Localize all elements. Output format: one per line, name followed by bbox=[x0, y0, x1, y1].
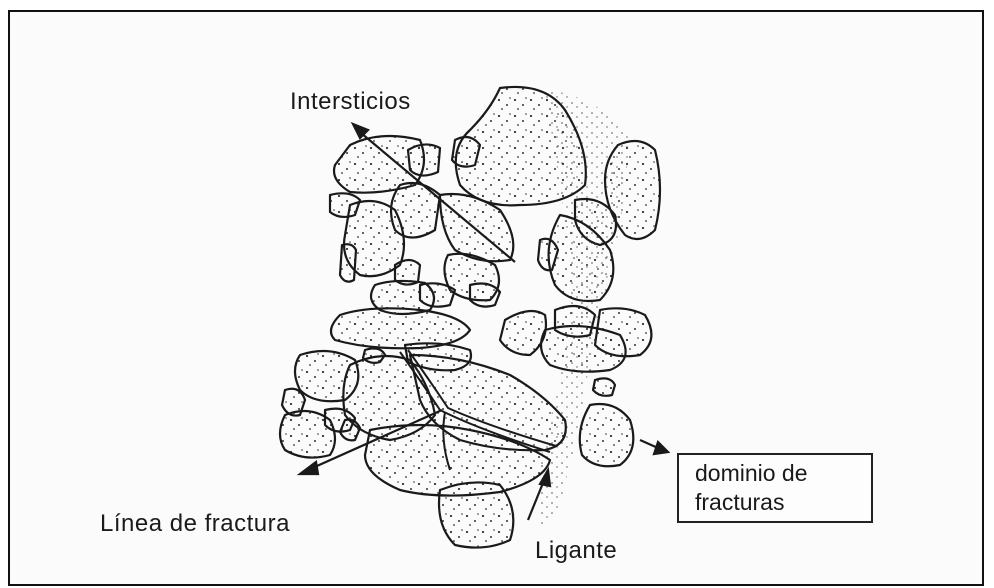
dominio-label-line2: fracturas bbox=[695, 488, 871, 517]
intersticios-label: Intersticios bbox=[290, 88, 411, 116]
particle bbox=[340, 420, 360, 441]
particle bbox=[541, 326, 626, 372]
particle bbox=[470, 284, 500, 307]
dominio-arrow bbox=[640, 440, 668, 454]
particle bbox=[331, 308, 470, 348]
particle bbox=[408, 144, 440, 175]
dominio-label-line1: dominio de bbox=[695, 459, 871, 488]
particle bbox=[500, 311, 546, 355]
ligante-label: Ligante bbox=[535, 537, 617, 565]
particle bbox=[452, 137, 480, 167]
dominio-fracturas-box: dominio de fracturas bbox=[677, 453, 873, 523]
particle bbox=[340, 244, 356, 281]
particle bbox=[593, 378, 615, 395]
particle bbox=[280, 411, 335, 458]
linea-fractura-label: Línea de fractura bbox=[100, 510, 290, 538]
particle bbox=[580, 404, 634, 466]
particle bbox=[439, 482, 513, 547]
particle bbox=[420, 283, 455, 306]
